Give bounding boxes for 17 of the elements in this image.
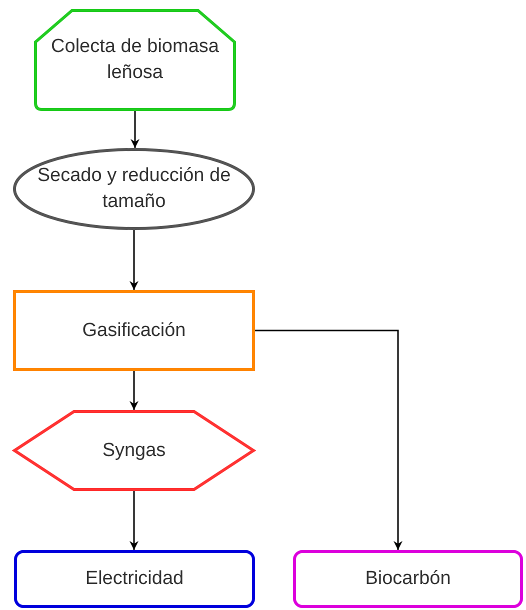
start-box bbox=[34, 9, 236, 111]
arrow bbox=[130, 491, 138, 550]
arrow bbox=[130, 371, 138, 410]
process-box bbox=[13, 290, 255, 371]
arrow bbox=[130, 111, 140, 148]
node-label: Syngas bbox=[101, 438, 167, 463]
node-label: Electricidad bbox=[84, 567, 185, 592]
node-label: Biocarbón bbox=[364, 567, 452, 592]
output-box bbox=[14, 550, 255, 608]
node-label: Gasificación bbox=[81, 318, 187, 343]
node-label: Secado y reducción de tamaño bbox=[36, 164, 232, 214]
arrow bbox=[255, 330, 402, 550]
product-hexagon bbox=[13, 410, 255, 491]
output-box bbox=[293, 550, 523, 608]
node-label: Colecta de biomasa leñosa bbox=[50, 35, 220, 85]
process-ellipse bbox=[13, 148, 255, 230]
arrow bbox=[130, 230, 138, 290]
